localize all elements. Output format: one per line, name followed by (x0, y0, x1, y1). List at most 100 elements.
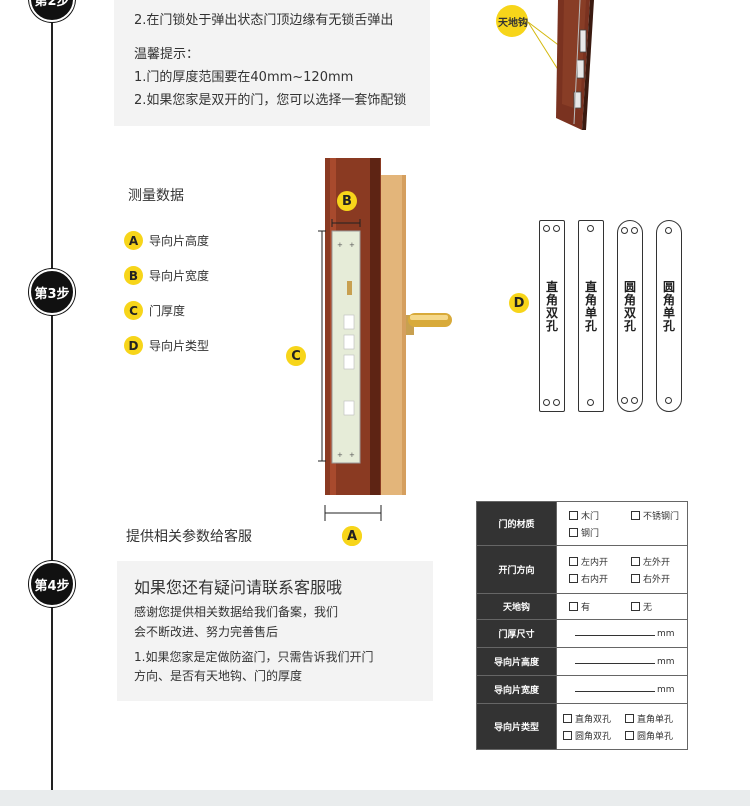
form-label-plate-width: 导向片宽度 (476, 675, 557, 704)
diagram-badge-c: C (286, 346, 306, 366)
plate-height-input[interactable] (575, 656, 655, 664)
contact-line3: 1.如果您家是定做防盗门，只需告诉我们开门 (134, 650, 374, 664)
step2-line1: 2.在门锁处于弹出状态门顶边缘有无锁舌弹出 (134, 13, 394, 28)
badge-a: A (124, 231, 143, 250)
contact-headline: 如果您还有疑问请联系客服哦 (134, 578, 343, 597)
badge-b: B (124, 266, 143, 285)
step-2-badge: 第2步 (29, 0, 75, 22)
checkbox[interactable] (569, 510, 578, 520)
step2-info-panel: 2.在门锁处于弹出状态门顶边缘有无锁舌弹出 温馨提示： 1.门的厚度范围要在40… (114, 0, 430, 126)
plate-width-input[interactable] (575, 684, 655, 692)
opt-right-in: 右内开 (581, 574, 609, 585)
checkbox[interactable] (569, 602, 578, 611)
checkbox[interactable] (625, 713, 634, 723)
param-form: 门的材质 木门不锈钢门 钢门 开门方向 左内开左外开 右内开右外开 天地钩 有无… (476, 501, 688, 750)
form-label-material: 门的材质 (476, 501, 557, 546)
badge-d: D (124, 336, 143, 355)
hole (587, 399, 594, 406)
legend-d: D 导向片类型 (124, 336, 209, 355)
provide-params-text: 提供相关参数给客服 (126, 529, 252, 545)
legend-d-label: 导向片类型 (149, 339, 210, 353)
form-label-thickness: 门厚尺寸 (476, 619, 557, 648)
opt-left-out: 左外开 (643, 557, 671, 568)
contact-line2: 会不断改进、努力完善售后 (134, 625, 279, 639)
form-row-hook: 天地钩 有无 (476, 593, 688, 620)
hole (665, 397, 672, 404)
plate-type-badge-d: D (509, 293, 529, 313)
checkbox[interactable] (631, 556, 640, 566)
checkbox[interactable] (631, 573, 640, 583)
hole (631, 397, 638, 404)
form-row-direction: 开门方向 左内开左外开 右内开右外开 (476, 545, 688, 594)
measure-title: 测量数据 (128, 188, 184, 204)
checkbox[interactable] (563, 713, 572, 723)
lock-diagram: + + + + B C A (286, 155, 470, 546)
opt-sq-double: 直角双孔 (575, 714, 612, 725)
svg-text:+: + (349, 451, 355, 459)
form-row-plate-type: 导向片类型 直角双孔直角单孔 圆角双孔圆角单孔 (476, 703, 688, 750)
hole (553, 399, 560, 406)
checkbox[interactable] (631, 510, 640, 520)
checkbox[interactable] (625, 730, 634, 740)
svg-text:+: + (337, 241, 343, 249)
legend-b-label: 导向片宽度 (149, 269, 210, 283)
svg-text:+: + (337, 451, 343, 459)
legend-c: C 门厚度 (124, 301, 185, 320)
legend-c-label: 门厚度 (149, 304, 186, 318)
checkbox[interactable] (563, 730, 572, 740)
legend-b: B 导向片宽度 (124, 266, 209, 285)
contact-line1: 感谢您提供相关数据给我们备案，我们 (134, 605, 339, 619)
plate-square-double: 直角双孔 (539, 220, 565, 412)
hole (587, 225, 594, 232)
opt-wood: 木门 (581, 511, 600, 522)
legend-a-label: 导向片高度 (149, 234, 210, 248)
hole (543, 399, 550, 406)
form-cell-plate-type: 直角双孔 直角单孔 圆角双孔 圆角单孔 (556, 703, 688, 750)
hole (553, 225, 560, 232)
contact-panel: 如果您还有疑问请联系客服哦 感谢您提供相关数据给我们备案，我们 会不断改进、努力… (117, 561, 433, 701)
plate-label: 圆角双孔 (623, 280, 636, 333)
tip-2: 2.如果您家是双开的门，您可以选择一套饰配锁 (134, 93, 407, 108)
plate-label: 圆角单孔 (662, 280, 675, 333)
legend-a: A 导向片高度 (124, 231, 209, 250)
form-row-plate-width: 导向片宽度 mm (476, 675, 688, 704)
contact-line4: 方向、是否有天地钩、门的厚度 (134, 669, 303, 683)
step-4-label: 第4步 (34, 578, 70, 594)
plate-square-single: 直角单孔 (578, 220, 604, 412)
hole (621, 227, 628, 234)
checkbox[interactable] (569, 527, 578, 537)
timeline-line (51, 0, 53, 790)
form-cell-direction: 左内开左外开 右内开右外开 (556, 545, 688, 594)
opt-rd-single: 圆角单孔 (637, 731, 674, 742)
plate-round-double: 圆角双孔 (617, 220, 643, 412)
opt-right-out: 右外开 (643, 574, 671, 585)
form-row-material: 门的材质 木门不锈钢门 钢门 (476, 501, 688, 546)
footer-band (0, 790, 750, 806)
hole (621, 397, 628, 404)
hole (665, 227, 672, 234)
hole (631, 227, 638, 234)
form-cell-thickness: mm (556, 619, 688, 648)
form-cell-plate-height: mm (556, 647, 688, 676)
checkbox[interactable] (569, 573, 578, 583)
form-cell-material: 木门不锈钢门 钢门 (556, 501, 688, 546)
thickness-input[interactable] (575, 628, 655, 636)
form-row-thickness: 门厚尺寸 mm (476, 619, 688, 648)
plate-label: 直角单孔 (584, 280, 597, 333)
opt-hook-yes: 有 (581, 603, 591, 613)
hole (543, 225, 550, 232)
plate-height-unit: mm (657, 657, 675, 667)
form-label-hook: 天地钩 (476, 593, 557, 620)
form-row-plate-height: 导向片高度 mm (476, 647, 688, 676)
plate-round-single: 圆角单孔 (656, 220, 682, 412)
checkbox[interactable] (631, 602, 640, 611)
tip-title: 温馨提示： (134, 47, 200, 62)
hook-callout: 天地钩 (498, 18, 528, 29)
form-cell-hook: 有无 (556, 593, 688, 620)
plate-width-unit: mm (657, 685, 675, 695)
thickness-unit: mm (657, 629, 675, 639)
opt-sq-single: 直角单孔 (637, 714, 674, 725)
opt-rd-double: 圆角双孔 (575, 731, 612, 742)
checkbox[interactable] (569, 556, 578, 566)
door-edge-image: 天地钩 (490, 0, 620, 132)
